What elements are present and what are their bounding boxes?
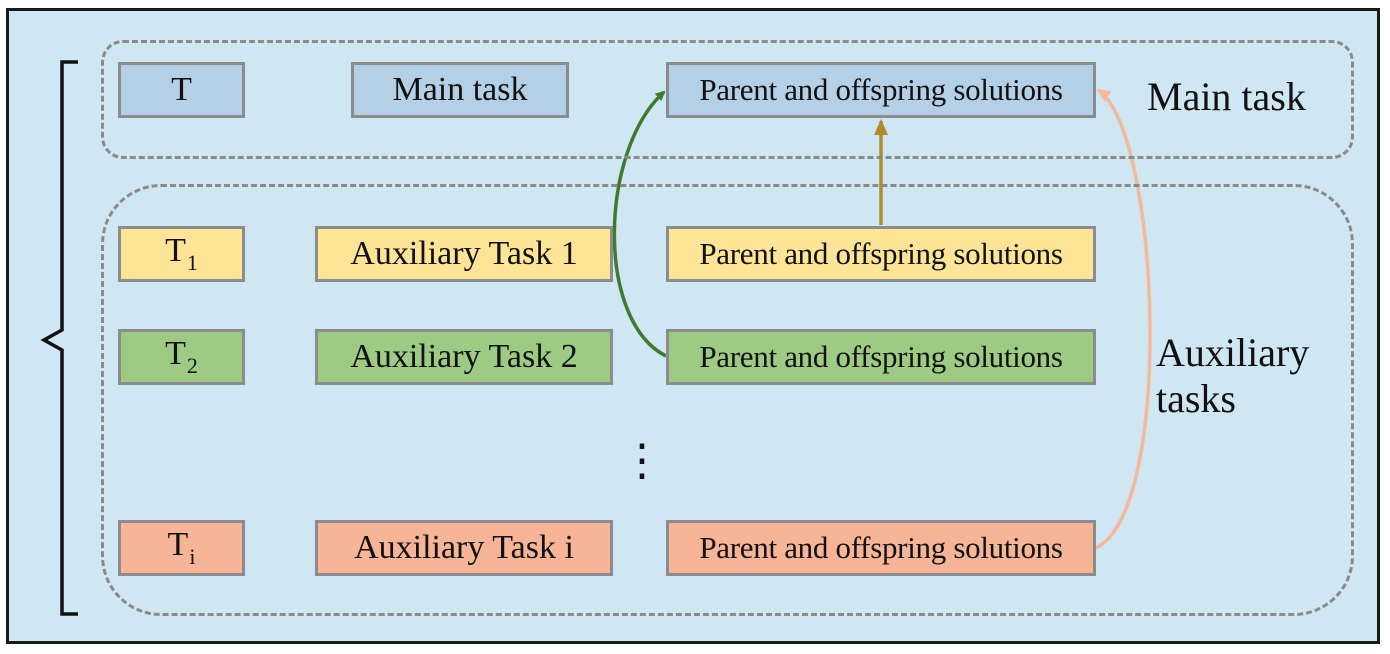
ellipsis: ⋮ [620, 436, 664, 485]
aux2-symbol: T2 [165, 335, 198, 378]
main-symbol: T [171, 71, 192, 108]
auxi-task-name: Auxiliary Task i [354, 529, 574, 566]
aux2-task-name: Auxiliary Task 2 [350, 338, 578, 375]
auxi-solutions-label: Parent and offspring solutions [699, 530, 1063, 565]
main-task-name: Main task [392, 71, 528, 108]
aux1-solutions-label: Parent and offspring solutions [699, 236, 1063, 271]
main-solutions-label: Parent and offspring solutions [699, 72, 1063, 107]
main-task-group [101, 40, 1354, 159]
aux2-symbol-box: T2 [118, 329, 245, 385]
aux2-task-name-box: Auxiliary Task 2 [315, 329, 613, 385]
auxi-symbol: Ti [167, 526, 196, 569]
main-task-name-box: Main task [351, 62, 569, 118]
aux1-symbol-box: T1 [118, 226, 245, 282]
auxi-symbol-box: Ti [118, 520, 245, 576]
main-group-label: Main task [1147, 74, 1306, 119]
aux2-solutions-label: Parent and offspring solutions [699, 339, 1063, 374]
auxiliary-group-label-line1: Auxiliary [1156, 330, 1310, 375]
main-solutions-box: Parent and offspring solutions [666, 62, 1096, 118]
auxiliary-tasks-group [101, 184, 1354, 616]
aux1-task-name-box: Auxiliary Task 1 [315, 226, 613, 282]
group-brace [40, 60, 78, 616]
aux1-task-name: Auxiliary Task 1 [350, 235, 578, 272]
main-symbol-box: T [118, 62, 245, 118]
aux1-solutions-box: Parent and offspring solutions [666, 226, 1096, 282]
arrow-aux2-to-main [612, 90, 667, 358]
aux1-symbol: T1 [165, 232, 198, 275]
arrow-auxi-to-main [1095, 88, 1152, 550]
auxi-task-name-box: Auxiliary Task i [315, 520, 613, 576]
auxi-solutions-box: Parent and offspring solutions [666, 520, 1096, 576]
auxiliary-group-label: Auxiliary tasks [1156, 330, 1309, 422]
auxiliary-group-label-line2: tasks [1156, 376, 1236, 421]
aux2-solutions-box: Parent and offspring solutions [666, 329, 1096, 385]
